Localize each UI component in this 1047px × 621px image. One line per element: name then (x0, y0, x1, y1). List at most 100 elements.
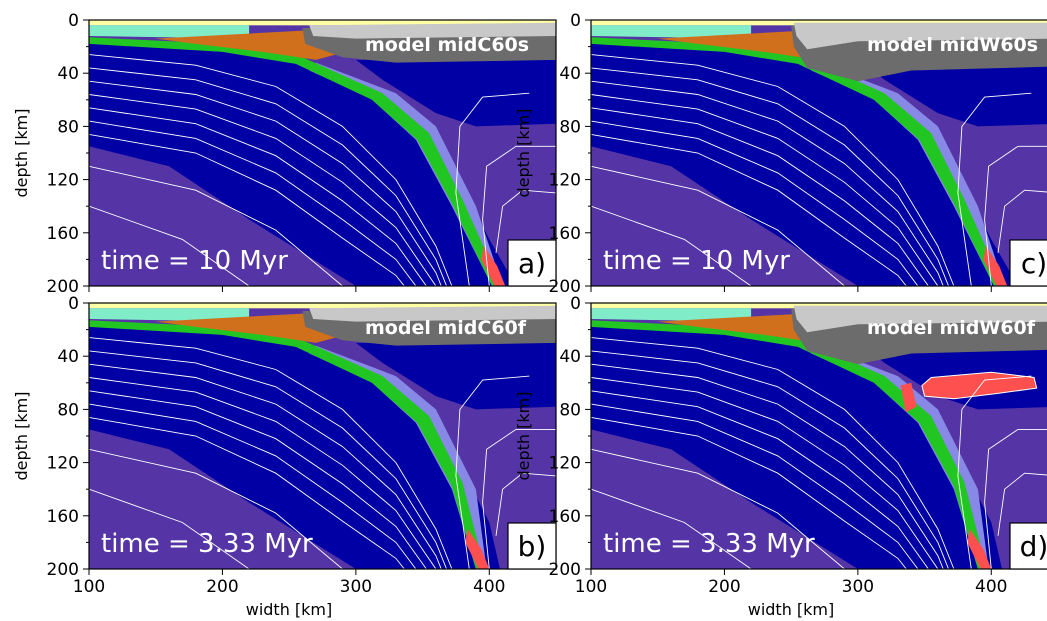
streamline (455, 92, 530, 286)
streamline (89, 390, 427, 569)
streamline (591, 350, 950, 569)
upper-plate-lithosphere (355, 342, 556, 410)
streamline (89, 448, 343, 569)
x-tick-label: 300 (340, 577, 372, 597)
streamline (89, 107, 427, 286)
x-tick-label: 400 (975, 577, 1007, 597)
top-sediment (89, 20, 556, 26)
streamline (591, 488, 752, 569)
lithosphere-region (89, 321, 500, 569)
streamline (997, 472, 1047, 536)
x-axis-label: width [km] (748, 600, 835, 619)
streamline (591, 165, 845, 286)
lithosphere-region (591, 321, 1002, 569)
y-tick-label: 120 (549, 454, 581, 474)
top-sediment (591, 303, 1047, 309)
panel-a (89, 20, 556, 286)
y-tick-label: 0 (68, 294, 79, 314)
streamline (984, 145, 1047, 286)
melt-zone (967, 529, 992, 569)
streamline (957, 92, 1032, 286)
oceanic-crust (89, 320, 484, 569)
streamline (455, 375, 530, 569)
water-layer (591, 308, 752, 322)
y-tick-label: 200 (47, 277, 79, 297)
streamline (89, 165, 343, 286)
lithosphere-region (591, 38, 1018, 286)
streamline (591, 448, 845, 569)
y-axis-label: depth [km] (514, 109, 533, 198)
y-tick-label: 200 (549, 277, 581, 297)
y-tick-label: 160 (549, 224, 581, 244)
panel-d (591, 303, 1047, 569)
streamline (957, 375, 1032, 569)
streamline (591, 120, 919, 286)
x-tick-label: 200 (708, 577, 740, 597)
streamline (89, 363, 442, 569)
panel-letter: d) (1020, 530, 1047, 563)
streamline (89, 416, 405, 569)
x-tick-label: 400 (473, 577, 505, 597)
y-tick-label: 40 (559, 347, 581, 367)
y-tick-label: 0 (570, 294, 581, 314)
melt-zone (481, 246, 506, 286)
melt-zone (465, 529, 490, 569)
panel-letter-box (507, 239, 557, 287)
y-tick-label: 200 (549, 560, 581, 580)
streamline (591, 80, 944, 286)
model-label: model midW60s (867, 34, 1038, 56)
upper-plate-lithosphere (355, 59, 556, 127)
continental-crust-light (309, 22, 556, 39)
model-label: model midW60f (867, 317, 1036, 339)
y-tick-label: 160 (549, 507, 581, 527)
streamline (591, 133, 907, 286)
y-tick-label: 120 (47, 454, 79, 474)
panel-letter: b) (518, 530, 547, 563)
y-tick-label: 0 (68, 11, 79, 31)
y-tick-label: 80 (559, 117, 581, 137)
streamline (89, 205, 250, 286)
streamline (591, 94, 939, 286)
water-layer (591, 25, 752, 39)
x-tick-label: 200 (206, 577, 238, 597)
panel-letter-box (1009, 522, 1047, 570)
x-tick-label: 100 (575, 577, 607, 597)
lithosphere-region (89, 38, 516, 286)
streamline (591, 416, 907, 569)
streamline (89, 350, 448, 569)
plume-melt (921, 371, 1038, 400)
y-axis-label: depth [km] (12, 392, 31, 481)
streamline (89, 488, 250, 569)
streamline (89, 403, 417, 569)
streamline (591, 337, 955, 569)
streamline (591, 107, 929, 286)
y-tick-label: 40 (57, 64, 79, 84)
time-label: time = 3.33 Myr (603, 529, 815, 559)
streamline (591, 54, 955, 286)
streamline (89, 120, 417, 286)
streamline (89, 337, 453, 569)
streamline (591, 390, 929, 569)
streamline (89, 67, 448, 286)
time-label: time = 3.33 Myr (101, 529, 313, 559)
melt-zone (983, 246, 1008, 286)
top-sediment (89, 303, 556, 309)
time-label: time = 10 Myr (603, 246, 790, 276)
y-tick-label: 120 (549, 171, 581, 191)
y-tick-label: 80 (57, 117, 79, 137)
streamline (495, 189, 556, 253)
streamline (591, 377, 939, 569)
upper-plate-lithosphere (857, 59, 1047, 127)
model-label: model midC60s (365, 34, 529, 56)
streamline (89, 377, 437, 569)
panel-letter-box (507, 522, 557, 570)
y-axis-label: depth [km] (12, 109, 31, 198)
streamline (482, 145, 556, 286)
y-tick-label: 40 (57, 347, 79, 367)
panel-letter: c) (1021, 247, 1047, 280)
water-layer (89, 25, 250, 39)
streamline (984, 428, 1047, 569)
continental-crust-light (793, 305, 1047, 333)
x-axis-label: width [km] (246, 600, 333, 619)
